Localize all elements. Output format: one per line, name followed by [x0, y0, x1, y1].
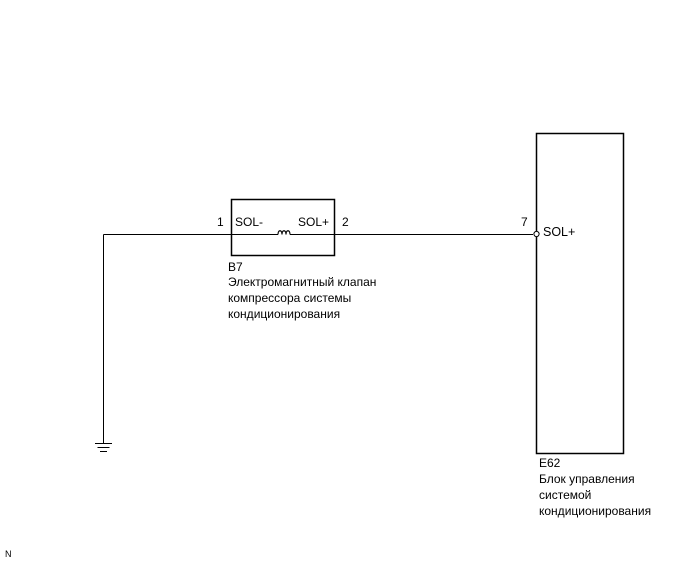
solenoid-pin-left: 1	[217, 215, 224, 229]
solenoid-terminal-right: SOL+	[298, 215, 329, 229]
ecu-name-line-2: системой	[539, 488, 591, 502]
solenoid-connector-code: B7	[228, 260, 243, 274]
ecu-box	[535, 132, 625, 455]
solenoid-coil-icon	[277, 230, 291, 235]
corner-mark: N	[5, 549, 12, 559]
solenoid-terminal-left: SOL-	[235, 215, 263, 229]
ground-icon	[95, 443, 112, 452]
solenoid-name-line-2: компрессора системы	[228, 291, 351, 305]
solenoid-name-line-1: Электромагнитный клапан	[228, 275, 376, 289]
ecu-connector-code: E62	[539, 456, 561, 470]
ecu-name-line-3: кондиционирования	[539, 504, 651, 518]
ecu-pin: 7	[521, 215, 528, 229]
ecu-terminal-label: SOL+	[543, 225, 575, 239]
ecu-terminal-icon	[533, 230, 540, 238]
solenoid-pin-right: 2	[342, 215, 349, 229]
solenoid-box	[230, 198, 336, 257]
solenoid-name-line-3: кондиционирования	[228, 307, 340, 321]
ecu-name-line-1: Блок управления	[539, 472, 635, 486]
